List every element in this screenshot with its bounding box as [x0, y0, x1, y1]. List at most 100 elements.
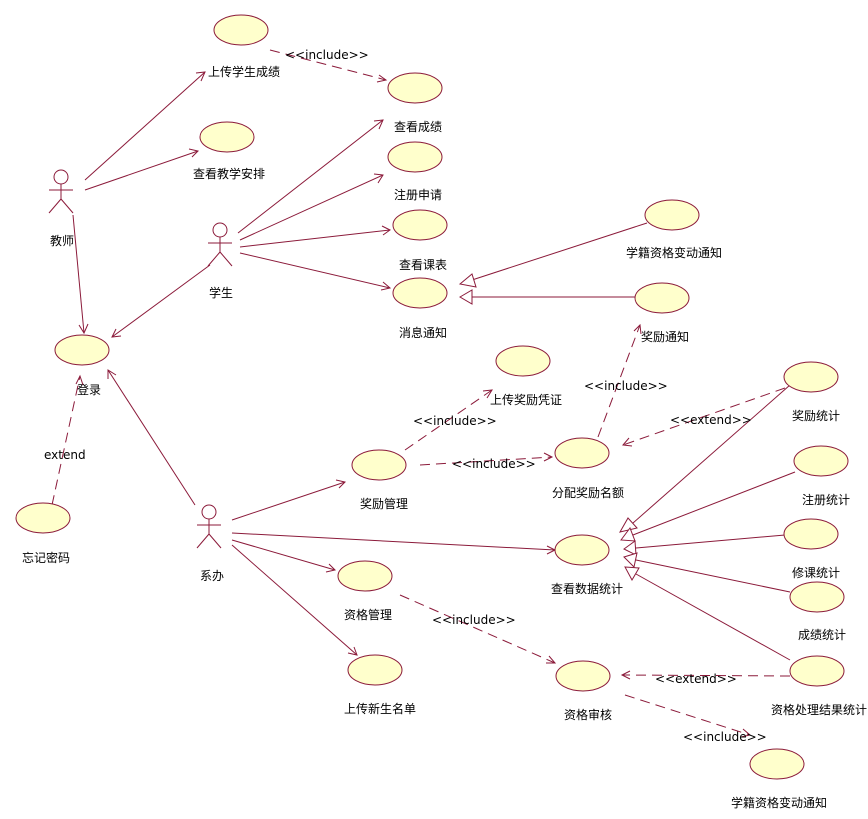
assoc-teacher-upload-grades	[84, 71, 206, 181]
extend-forgot-login	[51, 375, 81, 506]
assoc-student-register	[239, 174, 384, 241]
arrowhead	[546, 655, 557, 664]
label-allocate-quota: 分配奖励名额	[552, 485, 624, 500]
uc-upload-grades[interactable]	[213, 14, 269, 46]
stereotype-include-qual-review: <<include>>	[432, 613, 516, 627]
uc-upload-freshmen[interactable]	[347, 654, 403, 686]
arrowhead	[381, 225, 391, 236]
uc-course-stats[interactable]	[783, 518, 839, 550]
uc-qual-review[interactable]	[555, 660, 611, 692]
label-upload-reward: 上传奖励凭证	[490, 392, 562, 407]
uc-message[interactable]	[392, 277, 448, 309]
stereotype-include-reward-notice: <<include>>	[584, 379, 668, 393]
arrowhead	[543, 452, 554, 462]
arrowhead	[740, 728, 752, 738]
arrowhead	[633, 323, 642, 335]
stereotype-extend-result-stats: <<extend>>	[655, 672, 737, 686]
arrowhead	[78, 323, 89, 335]
label-login: 登录	[77, 382, 101, 397]
assoc-teacher-teaching-plan	[84, 150, 199, 191]
label-timetable: 查看课表	[399, 258, 447, 272]
uc-teaching-plan[interactable]	[199, 121, 255, 153]
label-reward-stats: 奖励统计	[792, 409, 840, 423]
uc-reward-notice[interactable]	[634, 282, 690, 314]
label-qual-result-stats: 资格处理结果统计	[771, 702, 867, 717]
extend-result-stats-review	[621, 674, 791, 677]
uc-view-stats[interactable]	[554, 534, 610, 566]
include-reward-upload-proof	[404, 389, 493, 451]
label-teaching-plan: 查看教学安排	[193, 166, 265, 181]
label-reward-notice: 奖励通知	[641, 330, 689, 344]
arrowhead	[75, 374, 84, 386]
gen-course-stats-view	[635, 534, 786, 549]
generalization-head	[459, 289, 473, 305]
stereotype-extend-forgot: extend	[44, 448, 86, 462]
uc-view-grades[interactable]	[387, 72, 443, 104]
generalization-head	[620, 526, 636, 542]
label-view-stats: 查看数据统计	[551, 581, 623, 596]
uc-forgot-pwd[interactable]	[15, 502, 71, 534]
arrowhead	[373, 119, 384, 130]
uc-login[interactable]	[54, 334, 110, 366]
stereotype-include-allocate: <<include>>	[452, 457, 536, 471]
use-case-ellipses	[15, 14, 849, 780]
uc-allocate-quota[interactable]	[554, 437, 610, 469]
arrowhead	[335, 479, 346, 489]
label-message: 消息通知	[399, 325, 447, 340]
generalization-head	[458, 273, 477, 288]
assoc-office-reward-mgmt	[231, 481, 346, 521]
arrowhead	[111, 328, 122, 338]
uc-register[interactable]	[387, 141, 443, 173]
uc-register-stats[interactable]	[793, 445, 849, 477]
generalization-head	[624, 566, 640, 582]
assoc-office-qual-mgmt	[231, 539, 336, 571]
label-reward-mgmt: 奖励管理	[360, 496, 408, 511]
uc-qual-mgmt[interactable]	[337, 560, 393, 592]
arrowhead	[107, 369, 117, 379]
label-register-stats: 注册统计	[802, 492, 850, 507]
relationship-lines	[51, 49, 796, 738]
stereotype-include-upload-grades: <<include>>	[285, 48, 369, 62]
stereotype-include-status-change: <<include>>	[683, 730, 767, 744]
arrowhead	[380, 281, 392, 291]
label-upload-freshmen: 上传新生名单	[344, 701, 416, 716]
arrowhead	[622, 437, 633, 447]
stereotype-extend-reward-stats: <<extend>>	[670, 413, 752, 427]
include-qual-mgmt-review	[399, 594, 556, 664]
assoc-student-message	[239, 252, 391, 289]
gen-result-stats-view	[635, 573, 791, 661]
actor-student-label: 学生	[209, 285, 233, 300]
arrowhead	[482, 389, 493, 399]
uc-qual-result-stats[interactable]	[789, 655, 845, 687]
arrowhead	[373, 173, 384, 184]
include-review-status-change	[624, 694, 751, 736]
uc-status-change-2[interactable]	[749, 748, 805, 780]
assoc-teacher-login	[72, 214, 85, 334]
uc-timetable[interactable]	[392, 209, 448, 241]
uc-grade-stats[interactable]	[789, 581, 845, 613]
gen-status-change-message	[471, 222, 648, 281]
label-forgot-pwd: 忘记密码	[22, 550, 70, 565]
actor-teacher-label: 教师	[50, 233, 74, 248]
gen-register-stats-view	[632, 471, 796, 536]
assoc-office-view-stats	[231, 532, 556, 551]
label-view-grades: 查看成绩	[394, 120, 442, 134]
arrowhead	[347, 646, 358, 656]
arrowhead	[188, 148, 199, 158]
generalization-head	[623, 552, 638, 569]
uc-upload-reward[interactable]	[495, 345, 551, 377]
uc-status-change-1[interactable]	[644, 199, 700, 231]
uc-reward-mgmt[interactable]	[351, 449, 407, 481]
assoc-office-upload-freshmen	[231, 544, 358, 656]
label-qual-review: 资格审核	[564, 707, 612, 722]
label-grade-stats: 成绩统计	[798, 628, 846, 642]
arrowhead	[620, 670, 631, 680]
label-register: 注册申请	[394, 187, 442, 202]
uc-reward-stats[interactable]	[783, 361, 839, 393]
extend-reward-stats-allocate	[622, 387, 786, 446]
actor-teacher-figure	[48, 169, 74, 214]
stereotype-include-upload-reward: <<include>>	[413, 414, 497, 428]
arrowhead	[195, 71, 206, 82]
assoc-office-login	[107, 369, 196, 506]
arrowhead	[376, 74, 388, 83]
